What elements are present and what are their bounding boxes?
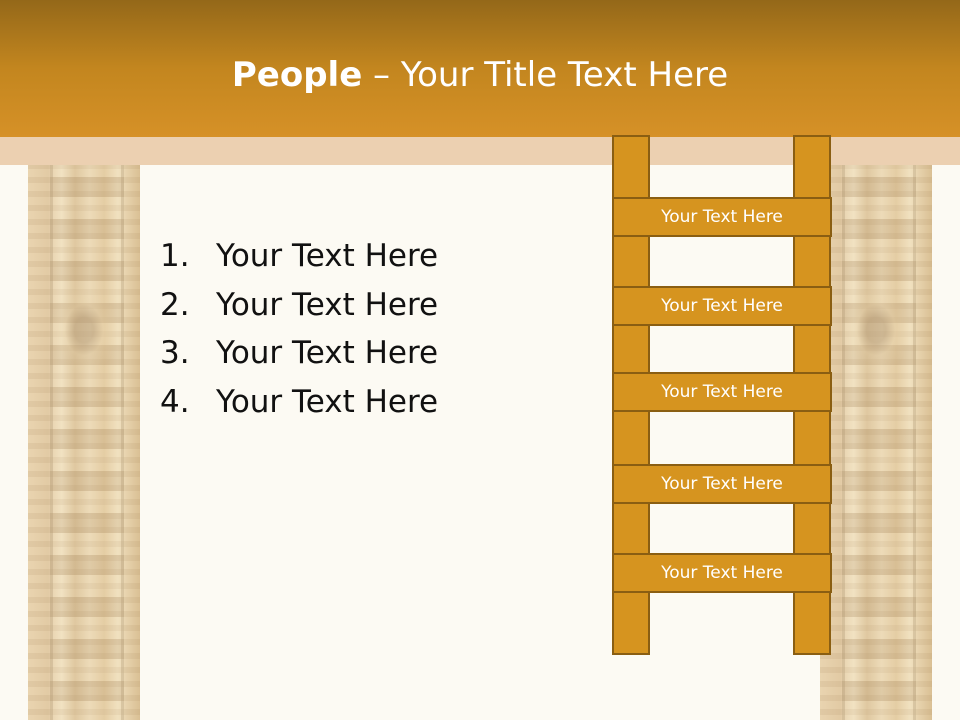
slide-title-bold: People — [231, 55, 363, 95]
ladder-rung-1[interactable]: Your Text Here — [612, 197, 832, 237]
list-number: 2. — [160, 286, 190, 323]
frame-pillar-left-inner — [50, 135, 124, 720]
list-item[interactable]: 1. Your Text Here — [160, 232, 438, 281]
ladder-rung-5[interactable]: Your Text Here — [612, 553, 832, 593]
list-number: 4. — [160, 383, 190, 420]
frame-pillar-right — [820, 135, 932, 720]
title-bar: People – Your Title Text Here — [0, 0, 960, 137]
list-item[interactable]: 4. Your Text Here — [160, 378, 438, 427]
numbered-list[interactable]: 1. Your Text Here 2. Your Text Here 3. Your… — [160, 232, 438, 426]
frame-pillar-right-inner — [842, 135, 916, 720]
frame-ornament-left — [50, 285, 118, 375]
frame-pillar-left — [28, 135, 140, 720]
list-text: Your Text Here — [216, 286, 439, 323]
slide-title[interactable]: People – Your Title Text Here — [0, 52, 960, 98]
frame-ornament-right — [842, 285, 910, 375]
list-text: Your Text Here — [216, 238, 439, 274]
list-number: 1. — [160, 238, 190, 274]
list-number: 3. — [160, 335, 190, 371]
ladder-rung-3[interactable]: Your Text Here — [612, 372, 832, 412]
list-text: Your Text Here — [216, 335, 439, 371]
ladder-rung-2[interactable]: Your Text Here — [612, 286, 832, 326]
list-item[interactable]: 2. Your Text Here — [160, 281, 438, 330]
ladder-rung-4[interactable]: Your Text Here — [612, 464, 832, 504]
list-item[interactable]: 3. Your Text Here — [160, 329, 438, 378]
slide-title-rest: – Your Title Text Here — [362, 55, 729, 95]
list-text: Your Text Here — [216, 383, 439, 420]
